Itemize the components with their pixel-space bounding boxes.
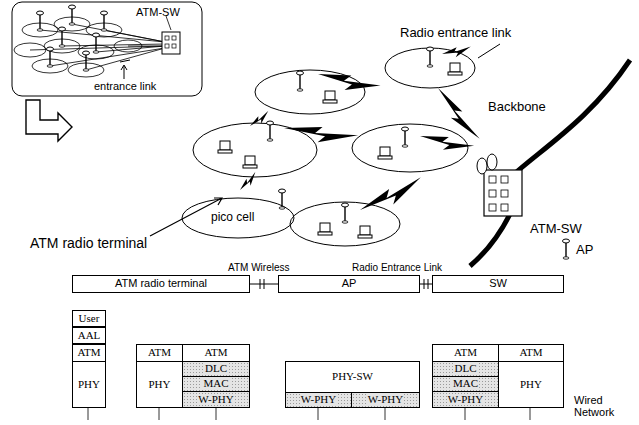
link-label: ATM Wireless	[228, 262, 289, 273]
ap-icon	[563, 239, 570, 259]
link-label: entrance link	[94, 80, 156, 92]
network-label: Wired Network	[574, 394, 630, 418]
inset-switch	[120, 16, 180, 79]
leader-line	[478, 44, 500, 58]
backbone-label: Backbone	[488, 100, 546, 114]
protocol-box: ATM	[72, 344, 106, 362]
protocol-box: ATM	[432, 344, 499, 362]
layer-name: PHY	[519, 379, 543, 391]
layer-name: W-PHY	[197, 394, 234, 406]
protocol-box: PHY	[498, 361, 564, 408]
protocol-box: W-PHY	[351, 392, 420, 408]
protocol-box: MAC	[182, 376, 250, 392]
protocol-box: AAL	[72, 327, 106, 344]
layer-name: ATM	[203, 347, 228, 359]
cell-label: pico cell	[211, 211, 254, 224]
protocol-box: ATM	[136, 344, 183, 362]
layer-name: AAL	[77, 330, 102, 342]
protocol-box: ATM radio terminal	[72, 275, 250, 293]
zoom-arrow	[26, 100, 72, 141]
layer-name: MAC	[202, 378, 229, 390]
switch-building	[477, 154, 522, 216]
layer-name: ATM	[518, 347, 543, 359]
protocol-box: MAC	[432, 376, 499, 392]
layer-name: MAC	[452, 378, 479, 390]
antennas	[267, 47, 434, 223]
pico-cells	[182, 48, 475, 246]
legend-label: AP	[576, 243, 593, 257]
layer-name: PHY	[77, 379, 101, 391]
inset-frame	[12, 2, 202, 96]
protocol-box: PHY	[136, 361, 183, 408]
layer-name: DLC	[204, 363, 228, 375]
protocol-box: ATM	[498, 344, 564, 362]
tick-lines	[88, 408, 530, 420]
layer-name: W-PHY	[447, 394, 484, 406]
switch-label: ATM-SW	[530, 222, 582, 236]
layer-name: PHY	[147, 379, 171, 391]
protocol-box: SW	[432, 275, 564, 293]
protocol-box: W-PHY	[432, 391, 499, 408]
layer-name: ATM	[147, 347, 172, 359]
layer-name: PHY-SW	[331, 371, 374, 383]
layer-name: ATM radio terminal	[114, 278, 208, 290]
protocol-box: W-PHY	[285, 392, 352, 408]
protocol-box: DLC	[432, 361, 499, 377]
backbone-line	[470, 60, 630, 266]
switch-label: ATM-SW	[136, 6, 180, 18]
terminal-label: ATM radio terminal	[30, 236, 147, 251]
protocol-box: W-PHY	[182, 391, 250, 408]
protocol-box: DLC	[182, 361, 250, 377]
layer-name: User	[78, 313, 101, 325]
inset-cells	[14, 17, 165, 77]
layer-name: ATM	[76, 347, 101, 359]
terminals	[218, 63, 462, 238]
layer-name: DLC	[454, 363, 478, 375]
layer-name: SW	[488, 278, 508, 290]
layer-name: AP	[341, 278, 358, 290]
inset-antennas	[37, 5, 108, 71]
protocol-box: AP	[278, 275, 420, 293]
protocol-box: User	[72, 310, 106, 327]
protocol-box: PHY-SW	[285, 361, 420, 393]
protocol-box: PHY	[72, 361, 106, 408]
layer-name: ATM	[453, 347, 478, 359]
link-label: Radio entrance link	[400, 26, 511, 40]
radio-links	[236, 44, 480, 213]
layer-name: W-PHY	[300, 394, 337, 406]
link-label: Radio Entrance Link	[352, 262, 442, 273]
protocol-box: ATM	[182, 344, 250, 362]
layer-name: W-PHY	[367, 394, 404, 406]
